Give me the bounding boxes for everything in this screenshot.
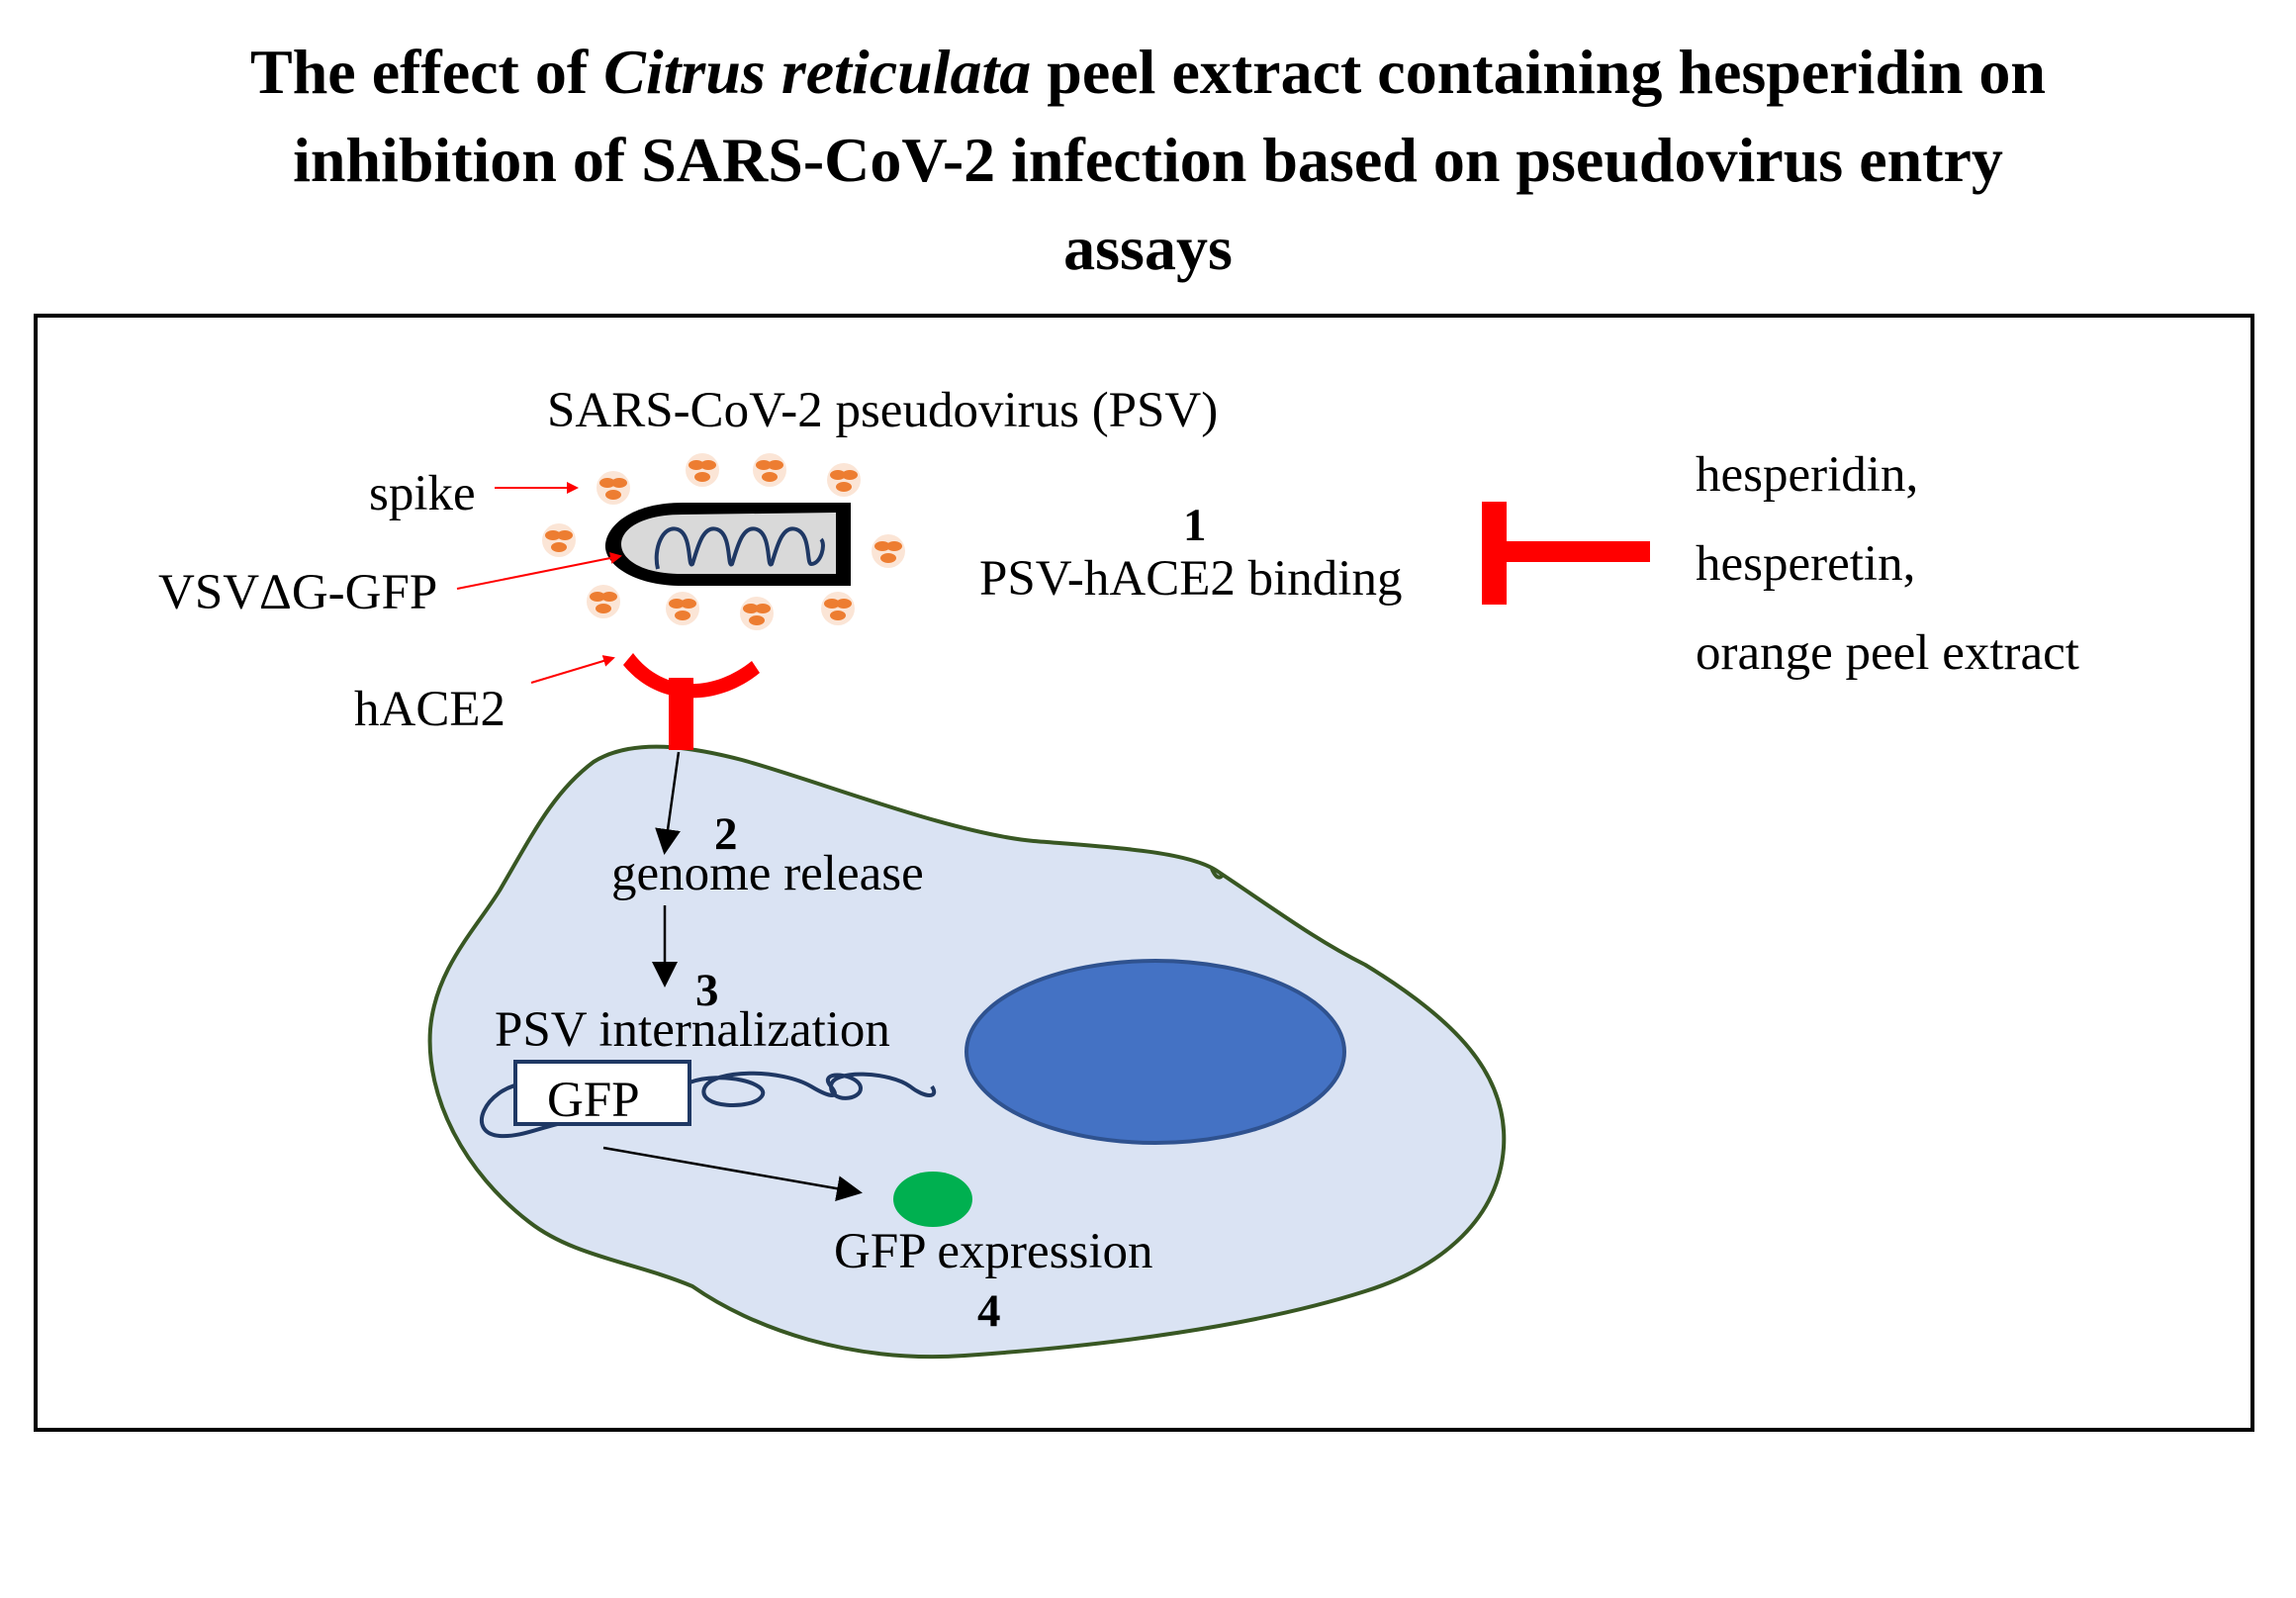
diagram-frame: [34, 314, 2254, 1432]
inhibition-bar: [1482, 502, 1650, 605]
vsv-pointer: [456, 552, 622, 590]
label-step4: GFP expression: [834, 1224, 1153, 1279]
hace2-pointer: [530, 655, 615, 684]
figure-title: The effect of Citrus reticulata peel ext…: [0, 28, 2296, 292]
label-vsv-gfp: VSVΔG-GFP: [158, 565, 438, 620]
step2-number: 2: [714, 808, 738, 860]
title-part1: The effect of: [250, 37, 604, 107]
step3-number: 3: [695, 965, 719, 1016]
arrow-to-genome-release: [655, 751, 681, 855]
label-inhibitor-hesperidin: hesperidin,: [1696, 447, 1919, 503]
pseudovirus: [542, 453, 905, 630]
label-hace2: hACE2: [354, 682, 505, 737]
title-part3: peel extract containing hesperidin on: [1031, 37, 2046, 107]
label-step3: PSV internalization: [495, 1002, 890, 1058]
label-pseudovirus: SARS-CoV-2 pseudovirus (PSV): [547, 383, 1219, 438]
title-species: Citrus reticulata: [603, 37, 1032, 107]
label-step2: genome release: [611, 846, 924, 901]
gfp-gene-box: [513, 1060, 691, 1126]
label-gfp-box: GFP: [547, 1073, 640, 1128]
title-line3: assays: [1063, 213, 1233, 283]
label-inhibitor-orange-peel: orange peel extract: [1696, 625, 2079, 681]
label-step1: PSV-hACE2 binding: [979, 551, 1403, 607]
nucleus: [964, 959, 1346, 1145]
gfp-protein: [893, 1172, 972, 1227]
hace2-receptor: [623, 653, 760, 750]
label-spike: spike: [369, 466, 476, 521]
label-inhibitor-hesperetin: hesperetin,: [1696, 536, 1916, 592]
step1-number: 1: [1183, 500, 1207, 551]
arrow-to-gfp-expression: [602, 1146, 863, 1202]
step4-number: 4: [977, 1285, 1001, 1337]
psv-genome-strand: [654, 526, 825, 570]
title-line2: inhibition of SARS-CoV-2 infection based…: [293, 125, 2003, 195]
